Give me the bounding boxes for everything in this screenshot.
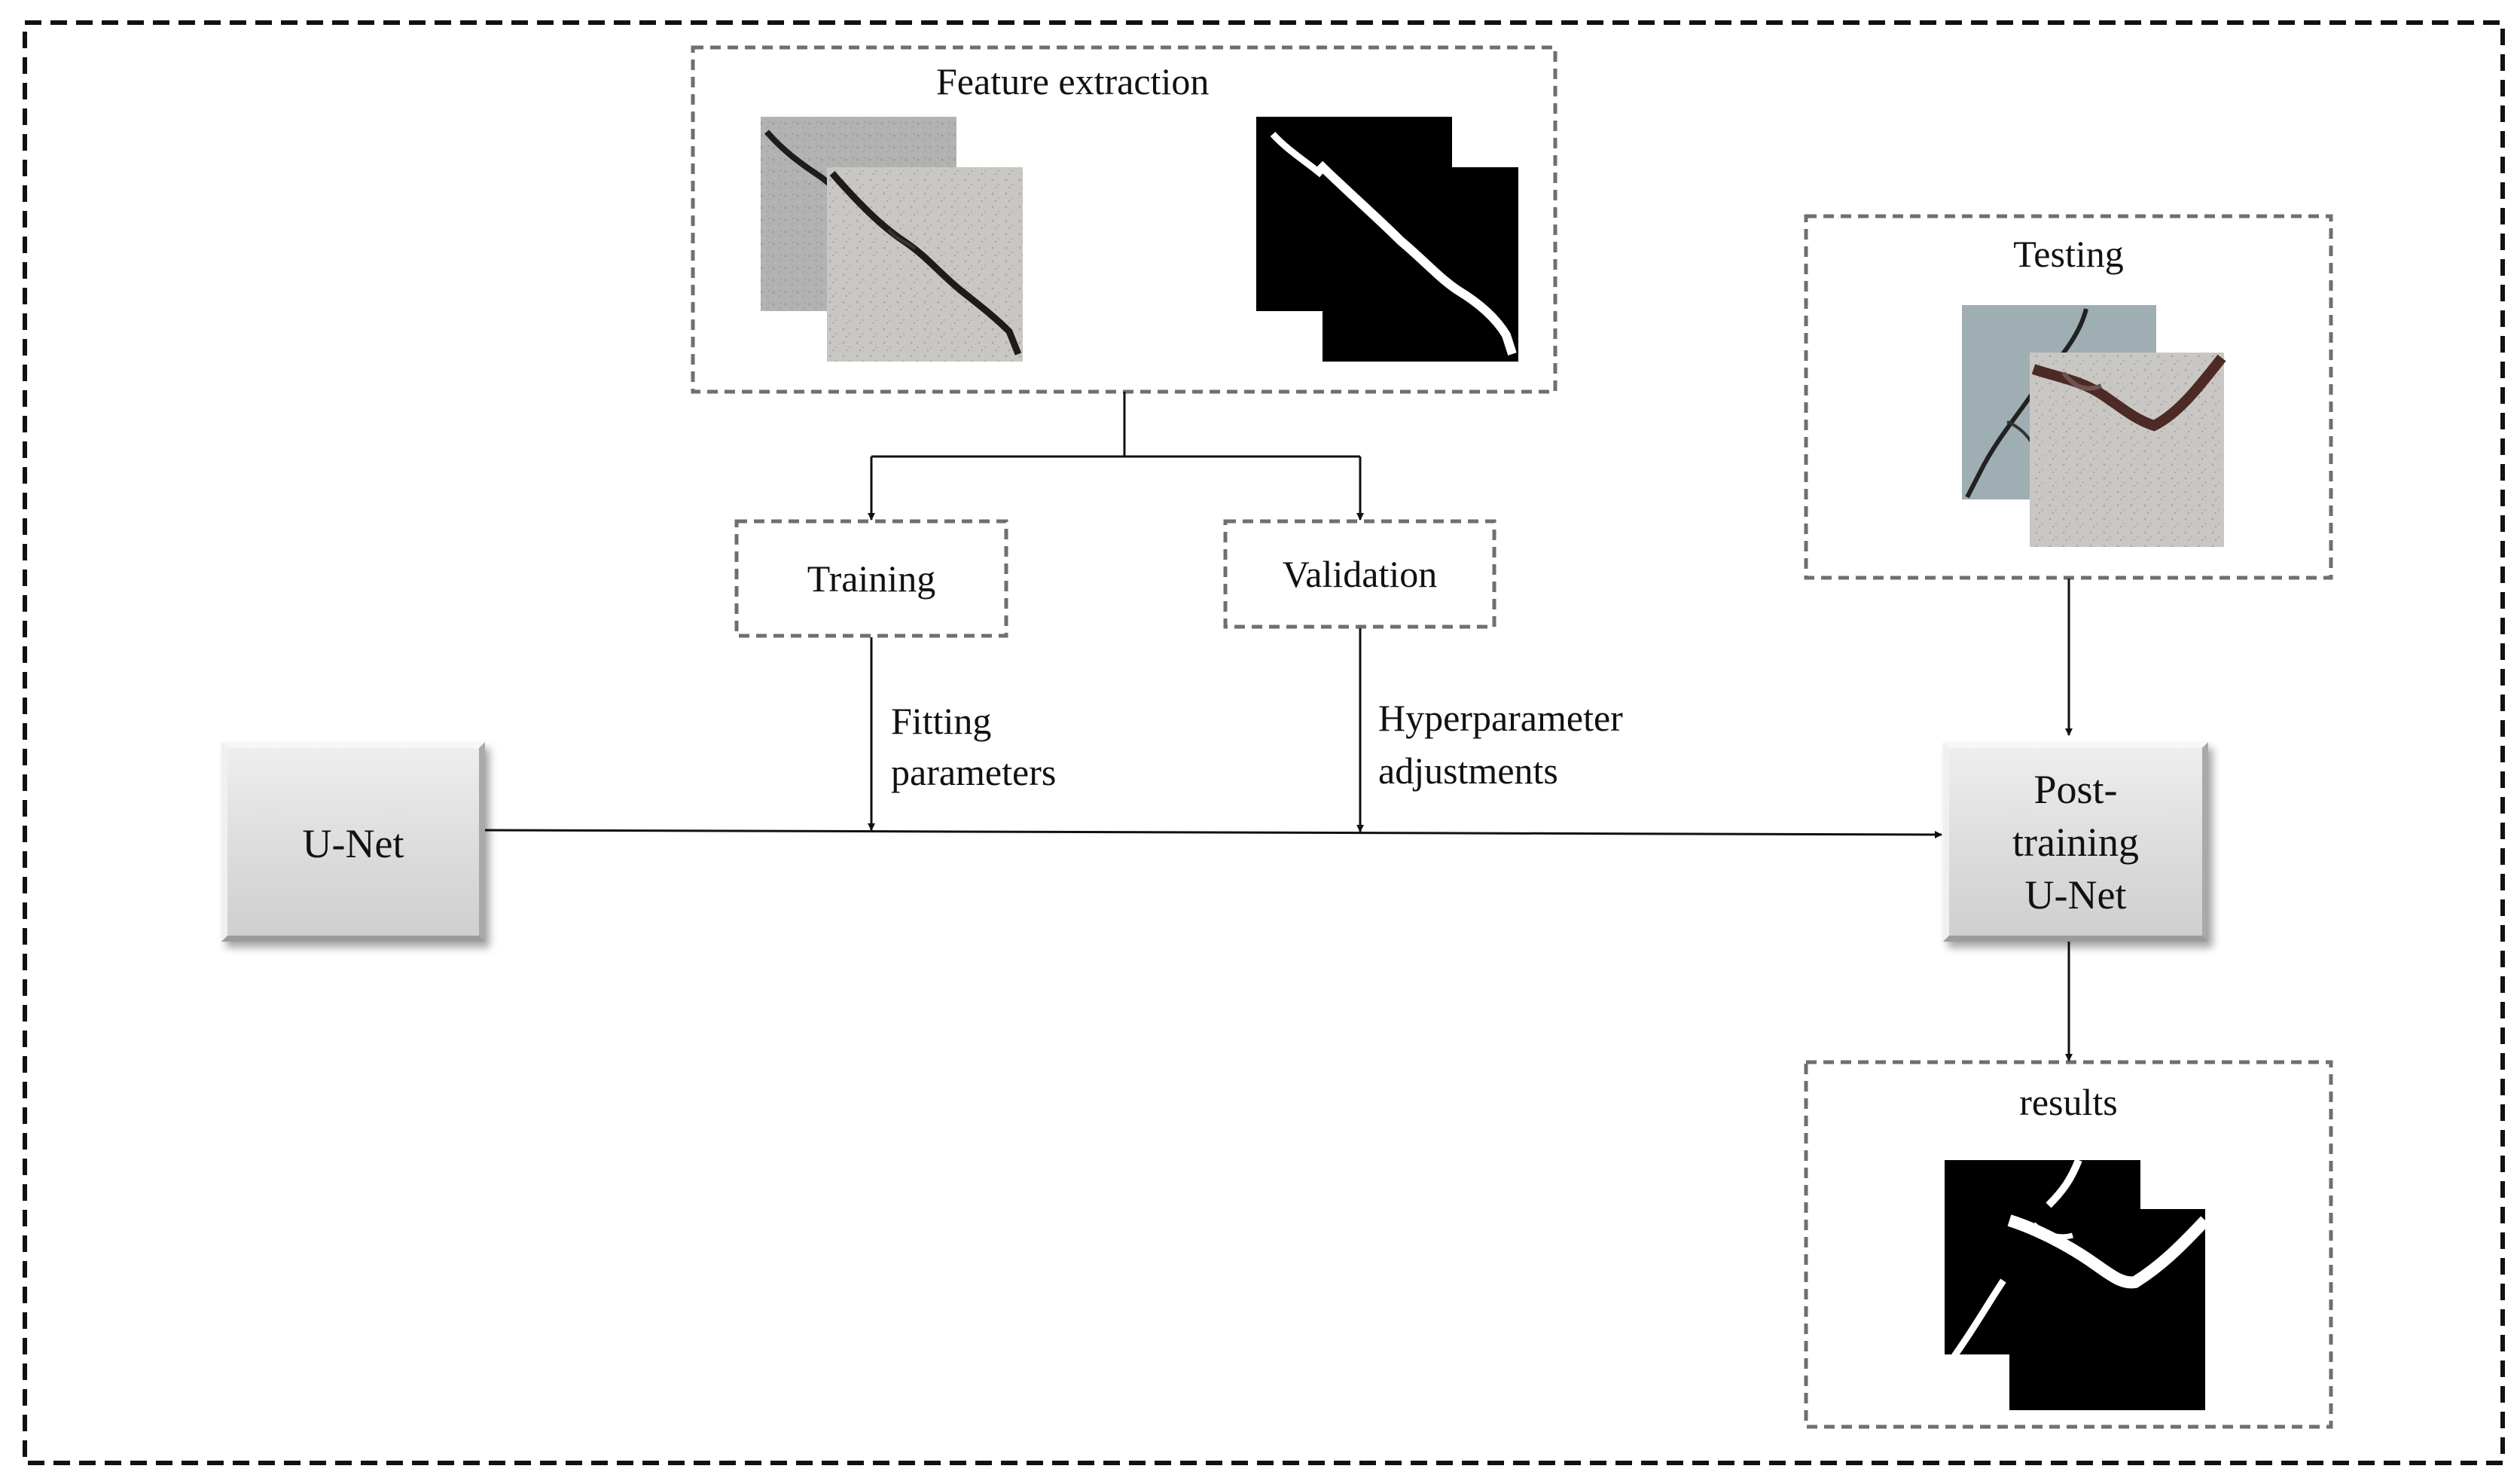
- testing-panel: [1804, 214, 2333, 580]
- unet-label: U-Net: [302, 821, 404, 866]
- validation-box: [1223, 519, 1496, 629]
- training-label: Training: [807, 557, 936, 600]
- post-training-line2: training: [2012, 820, 2139, 865]
- raw-crack-images: [761, 117, 1023, 362]
- training-box: [734, 519, 1008, 638]
- result-mask-images: [1945, 1159, 2210, 1410]
- unet-node: U-Net: [221, 742, 485, 942]
- testing-title: Testing: [2013, 233, 2124, 275]
- results-panel: [1804, 1060, 2333, 1429]
- fitting-label-line1: Fitting: [891, 700, 992, 742]
- post-training-line3: U-Net: [2024, 872, 2127, 918]
- post-training-line1: Post-: [2033, 767, 2118, 812]
- main-flow-arrow: [481, 829, 1942, 838]
- mask-images: [1256, 117, 1518, 362]
- post-training-node: Post- training U-Net: [1943, 742, 2208, 942]
- validation-label: Validation: [1282, 553, 1438, 595]
- results-title: results: [2019, 1081, 2118, 1123]
- outer-frame: [23, 20, 2505, 1465]
- test-crack-images: [1962, 305, 2226, 547]
- feature-extraction-title: Feature extraction: [936, 60, 1210, 102]
- fitting-label-line2: parameters: [891, 751, 1057, 793]
- hyperparameter-label-line2: adjustments: [1378, 750, 1558, 792]
- hyperparameter-label-line1: Hyperparameter: [1378, 697, 1623, 739]
